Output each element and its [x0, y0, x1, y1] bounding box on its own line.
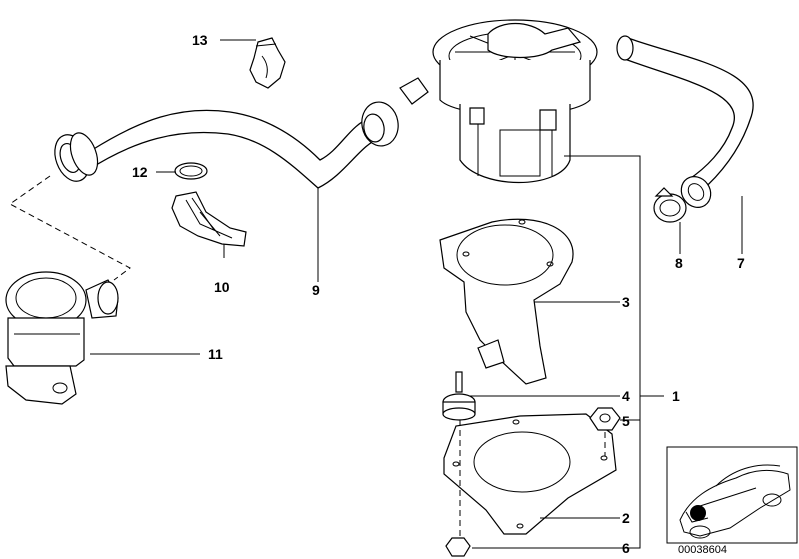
air-pump[interactable] — [432, 19, 598, 183]
part-2-bracket[interactable] — [443, 413, 617, 535]
part-3-bracket[interactable] — [439, 218, 574, 385]
callout-6: 6 — [622, 540, 630, 556]
part-7-hose[interactable] — [616, 35, 754, 213]
callout-10: 10 — [214, 279, 230, 295]
part-6-nut[interactable] — [445, 537, 471, 557]
leader-lines — [90, 39, 743, 549]
diagram-part-number: 00038604 — [678, 544, 727, 556]
callout-3: 3 — [622, 294, 630, 310]
part-5-nut[interactable] — [589, 407, 621, 431]
car-locator-thumbnail: 00038604 — [666, 446, 798, 556]
part-10-holder[interactable] — [171, 191, 247, 247]
part-8-hose-clamp[interactable] — [653, 187, 687, 223]
callouts: 13 12 10 9 11 8 7 3 4 1 5 2 6 — [132, 32, 745, 556]
part-11-check-valve[interactable] — [5, 271, 119, 405]
callout-9: 9 — [312, 282, 320, 298]
location-marker-dot — [690, 505, 706, 521]
callout-2: 2 — [622, 510, 630, 526]
callout-13: 13 — [192, 32, 208, 48]
callout-4: 4 — [622, 388, 630, 404]
part-4-rubber-mount[interactable] — [442, 371, 476, 421]
callout-12: 12 — [132, 164, 148, 180]
part-9-air-hose[interactable] — [49, 77, 429, 189]
part-12-o-ring[interactable] — [174, 162, 208, 180]
callout-8: 8 — [675, 255, 683, 271]
callout-7: 7 — [737, 255, 745, 271]
callout-11: 11 — [208, 346, 223, 362]
callout-5: 5 — [622, 413, 630, 429]
part-13-clip[interactable] — [249, 37, 286, 89]
callout-1: 1 — [672, 388, 680, 404]
assembly-lines — [9, 175, 606, 540]
